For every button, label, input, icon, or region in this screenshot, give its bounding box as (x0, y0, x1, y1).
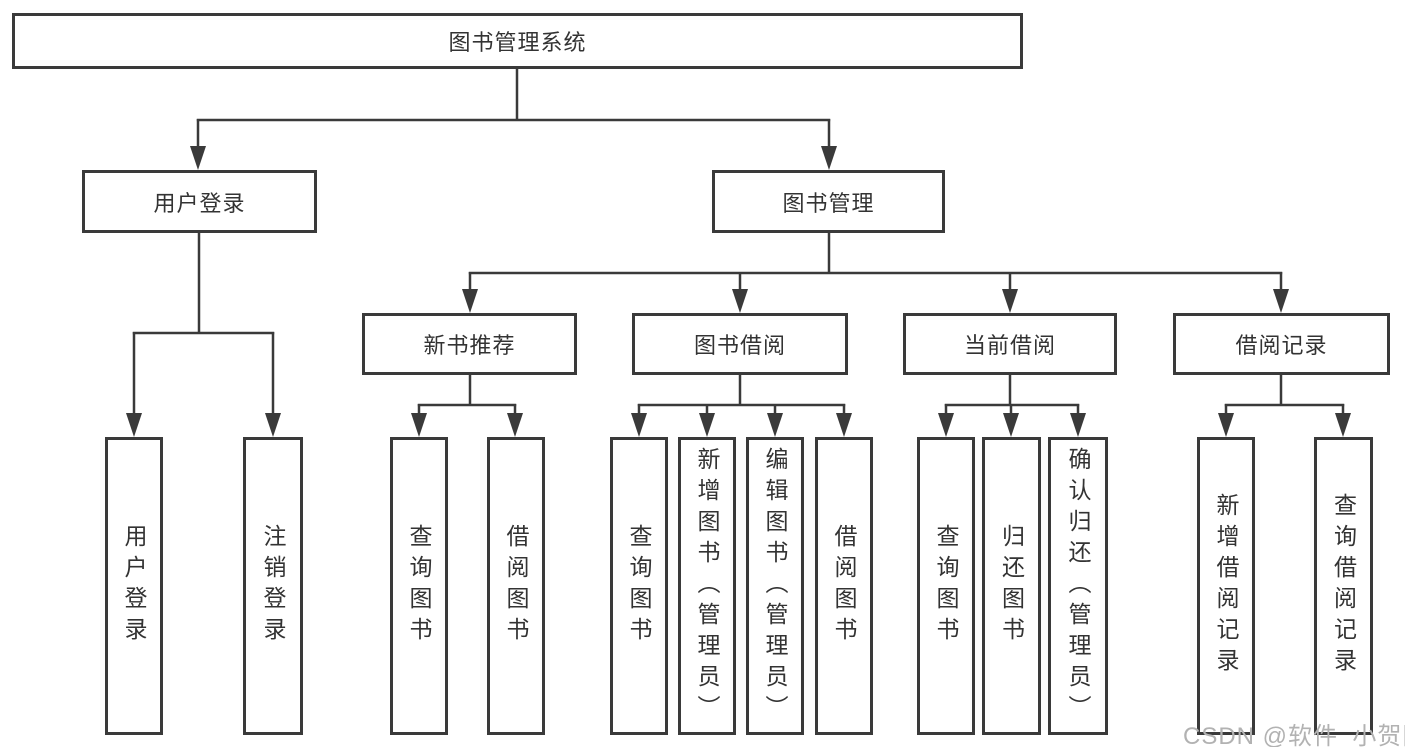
node-label: 查询图书 (933, 524, 959, 648)
node-add-borrow-record: 新增借阅记录 (1197, 437, 1255, 735)
node-label: 归还图书 (998, 524, 1025, 648)
node-return-books: 归还图书 (982, 437, 1041, 735)
node-label: 新增借阅记录 (1213, 493, 1239, 679)
node-user-login: 用户登录 (82, 170, 317, 233)
node-book-borrowing: 图书借阅 (632, 313, 848, 375)
node-edit-books-admin: 编辑图书（管理员） (746, 437, 804, 735)
node-label: 编辑图书（管理员） (762, 446, 788, 726)
node-borrow-books-borrowing: 借阅图书 (815, 437, 873, 735)
node-label: 新增图书（管理员） (694, 446, 720, 726)
node-query-books-recommend: 查询图书 (390, 437, 448, 735)
node-label: 借阅图书 (503, 524, 529, 648)
node-library-system: 图书管理系统 (12, 13, 1023, 69)
node-label: 确认归还（管理员） (1065, 446, 1091, 726)
node-book-management: 图书管理 (712, 170, 945, 233)
node-label: 查询借阅记录 (1330, 493, 1357, 679)
node-query-books-borrowing: 查询图书 (610, 437, 668, 735)
node-label: 借阅图书 (831, 524, 857, 648)
node-label: 查询图书 (626, 524, 652, 648)
node-current-borrowing: 当前借阅 (903, 313, 1117, 375)
node-query-books-current: 查询图书 (917, 437, 975, 735)
node-borrowing-records: 借阅记录 (1173, 313, 1390, 375)
node-confirm-return-admin: 确认归还（管理员） (1048, 437, 1108, 735)
node-user-login-leaf: 用户登录 (105, 437, 163, 735)
node-label: 查询图书 (406, 524, 432, 648)
node-query-borrow-record: 查询借阅记录 (1314, 437, 1373, 735)
node-add-books-admin: 新增图书（管理员） (678, 437, 736, 735)
node-borrow-books-recommend: 借阅图书 (487, 437, 545, 735)
node-label: 注销登录 (260, 524, 286, 648)
csdn-watermark: CSDN @软件_小贺同学 (1183, 723, 1405, 747)
node-new-book-recommend: 新书推荐 (362, 313, 577, 375)
node-logout: 注销登录 (243, 437, 303, 735)
node-label: 用户登录 (121, 524, 147, 648)
